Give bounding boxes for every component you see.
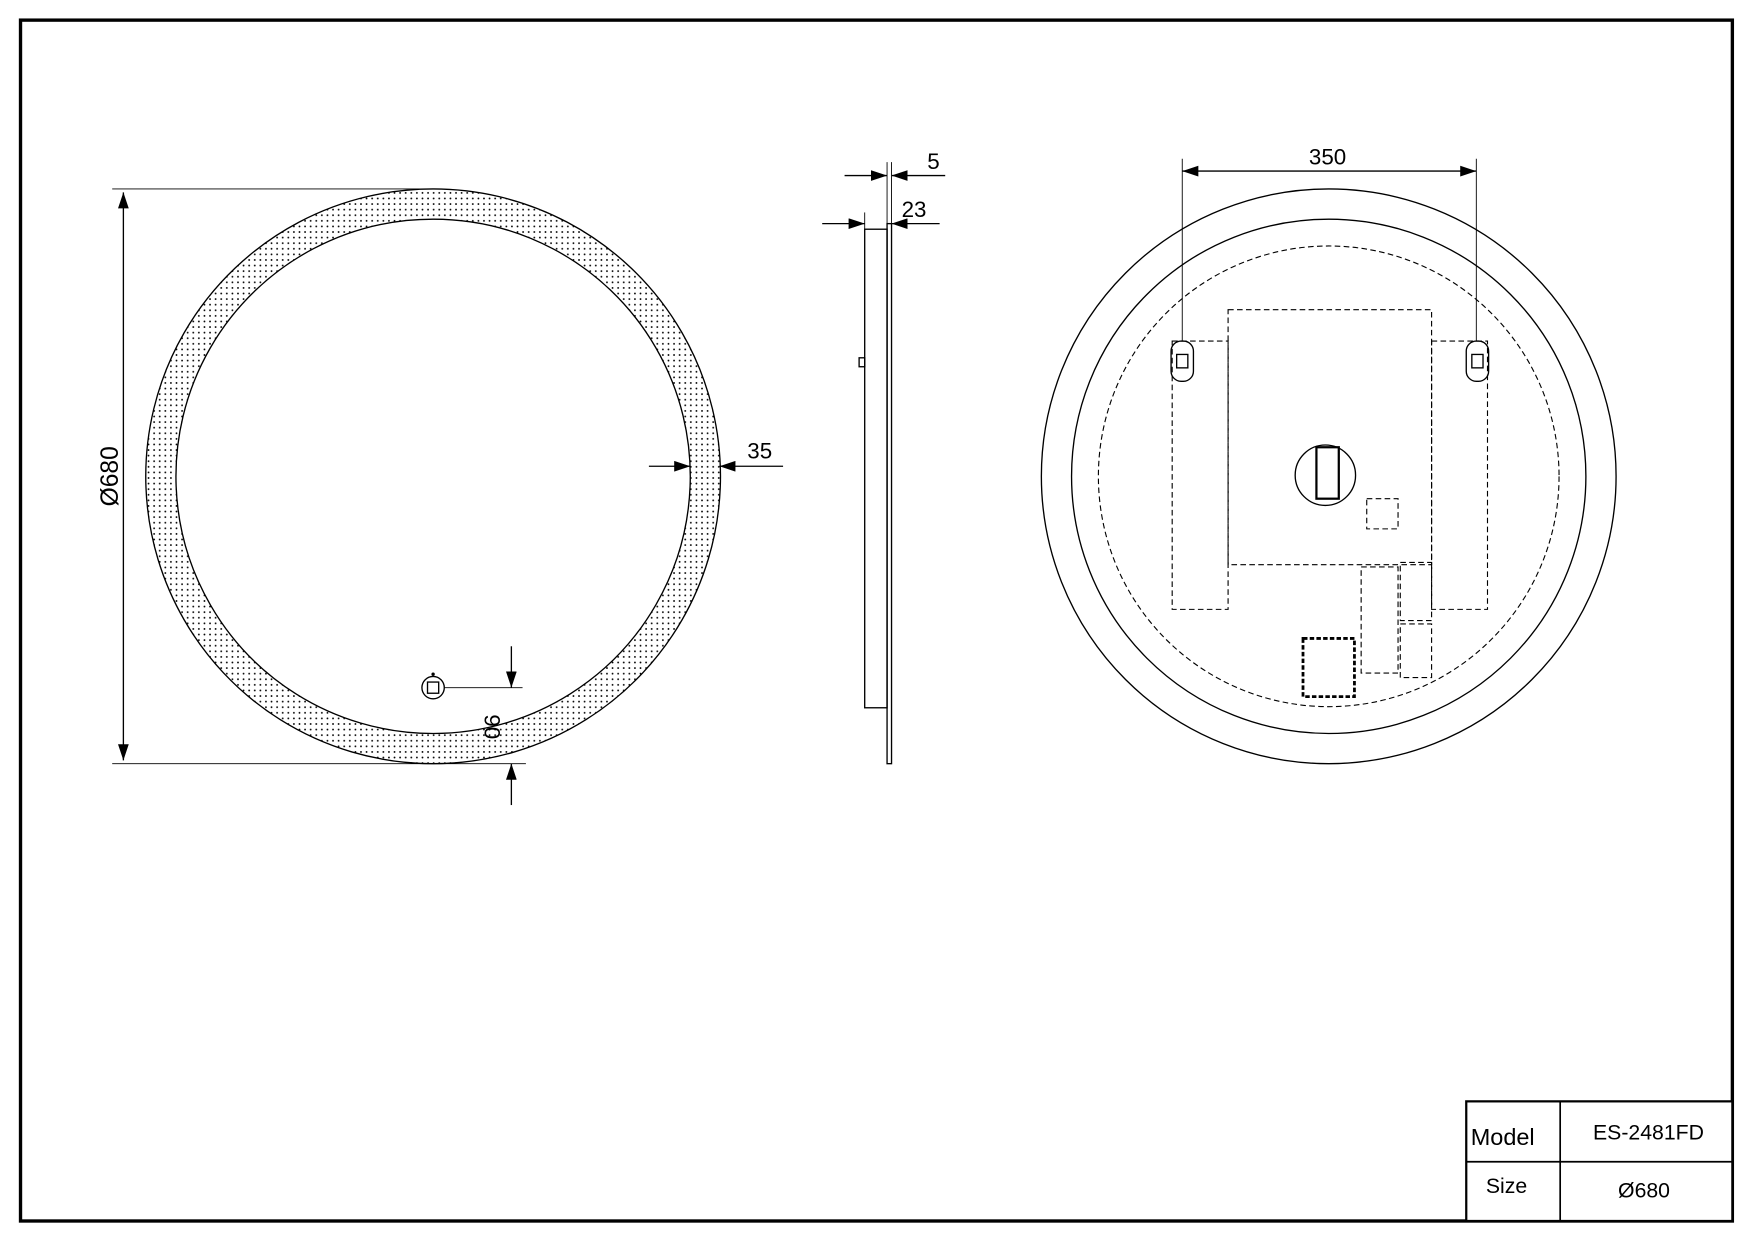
- model-label: Model: [1471, 1124, 1535, 1150]
- led-frosted-band: [145, 188, 722, 765]
- heating-pad: [1227, 309, 1433, 566]
- diameter-dimension: Ø680: [97, 446, 124, 506]
- depth-dimension: 23: [902, 197, 927, 222]
- size-value: Ø680: [1618, 1179, 1670, 1203]
- glass-thickness-dimension: 5: [927, 149, 939, 174]
- title-block: Model ES-2481FD Size Ø680: [1465, 1100, 1734, 1223]
- hanging-bracket-right-icon: [1465, 340, 1490, 382]
- hanging-bracket-left-icon: [1170, 340, 1195, 382]
- back-view: 350: [1040, 144, 1617, 765]
- switch-offset-dimension: 90: [480, 714, 505, 739]
- front-view: Ø680 35 90: [97, 188, 784, 806]
- touch-switch-icon: [421, 672, 445, 700]
- bracket-spacing-dimension: 350: [1309, 144, 1346, 169]
- led-band-dimension: 35: [747, 438, 772, 463]
- driver-box: [1301, 637, 1356, 698]
- drawing-border: [18, 18, 1735, 1223]
- size-label: Size: [1486, 1174, 1527, 1198]
- model-value: ES-2481FD: [1593, 1120, 1704, 1144]
- side-view: 5 23: [822, 149, 946, 765]
